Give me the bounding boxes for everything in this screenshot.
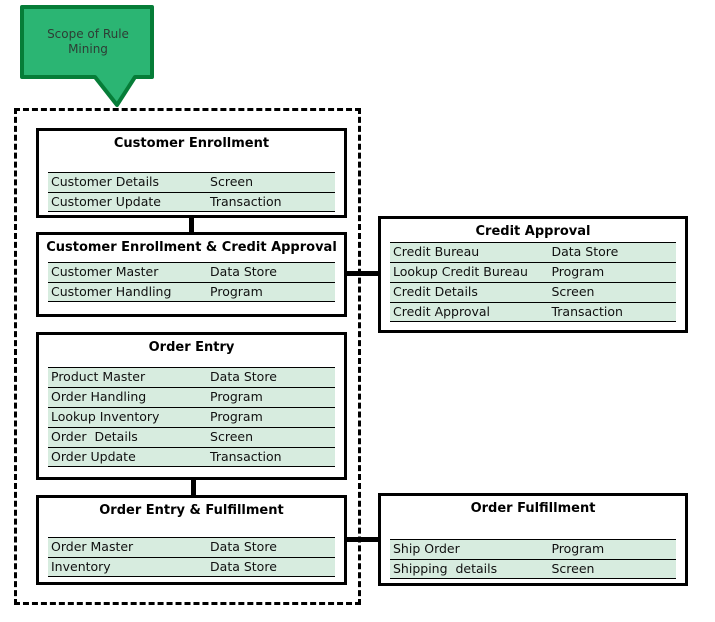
scope-boundary [14,108,361,605]
node-rows: Credit Bureau Data Store Lookup Credit B… [390,242,676,322]
table-row: Customer Update Transaction [48,192,335,212]
row-label: Credit Approval [393,304,491,319]
row-label: Customer Update [51,194,161,209]
row-label: Lookup Credit Bureau [393,264,528,279]
node-rows: Customer Master Data Store Customer Hand… [48,262,335,302]
node-rows: Order Master Data Store Inventory Data S… [48,537,335,577]
row-label: Product Master [51,369,146,384]
connector-order-entry-fulfillment-to-order-fulfillment [345,537,380,542]
node-credit-approval: Credit Approval Credit Bureau Data Store… [378,216,688,333]
table-row: Credit Details Screen [390,282,676,302]
row-type: Program [551,541,605,556]
row-label: Customer Handling [51,284,172,299]
row-label: Order Handling [51,389,147,404]
node-rows: Ship Order Program Shipping details Scre… [390,539,676,579]
node-title: Order Fulfillment [470,501,596,516]
table-row: Order Master Data Store [48,537,335,557]
table-row: Order Details Screen [48,427,335,447]
node-rows: Customer Details Screen Customer Update … [48,172,335,212]
table-row: Inventory Data Store [48,557,335,577]
table-row: Ship Order Program [390,539,676,559]
node-title: Customer Enrollment & Credit Approval [46,240,337,255]
row-type: Screen [210,429,254,444]
row-type: Program [210,389,263,404]
connector-order-entry-to-order-entry-fulfillment [191,478,196,497]
row-type: Data Store [210,559,277,574]
table-row: Customer Master Data Store [48,262,335,282]
row-type: Screen [551,284,595,299]
row-type: Transaction [210,449,282,464]
callout-bubble-shape [20,5,154,107]
table-row: Customer Details Screen [48,172,335,192]
row-label: Credit Bureau [393,244,480,259]
node-title: Credit Approval [475,224,591,239]
row-label: Ship Order [393,541,460,556]
table-row: Order Handling Program [48,387,335,407]
node-customer-enrollment-credit-approval: Customer Enrollment & Credit Approval Cu… [36,232,347,317]
row-type: Screen [210,174,254,189]
table-row: Order Update Transaction [48,447,335,467]
node-order-entry-fulfillment: Order Entry & Fulfillment Order Master D… [36,495,347,585]
row-label: Order Details [51,429,138,444]
table-row: Lookup Inventory Program [48,407,335,427]
row-label: Credit Details [393,284,478,299]
node-customer-enrollment: Customer Enrollment Customer Details Scr… [36,128,347,218]
row-type: Screen [551,561,595,576]
row-type: Data Store [210,369,277,384]
table-row: Product Master Data Store [48,367,335,387]
row-type: Program [551,264,605,279]
table-row: Credit Approval Transaction [390,302,676,322]
row-label: Customer Details [51,174,160,189]
row-type: Program [210,409,263,424]
connector-enrollment-to-enrollment-credit [189,216,194,234]
row-type: Data Store [551,244,619,259]
callout-text: Scope of Rule Mining [47,27,129,56]
node-title: Order Entry [148,340,235,355]
row-label: Customer Master [51,264,159,279]
table-row: Customer Handling Program [48,282,335,302]
connector-enrollment-credit-to-credit-approval [345,271,380,276]
scope-callout: Scope of Rule Mining [20,5,156,111]
row-type: Data Store [210,539,277,554]
row-label: Order Master [51,539,134,554]
node-rows: Product Master Data Store Order Handling… [48,367,335,467]
row-type: Transaction [551,304,623,319]
row-type: Transaction [210,194,282,209]
node-order-fulfillment: Order Fulfillment Ship Order Program Shi… [378,493,688,586]
row-label: Shipping details [393,561,498,576]
row-label: Order Update [51,449,136,464]
node-title: Order Entry & Fulfillment [99,503,284,518]
row-type: Program [210,284,263,299]
node-title: Customer Enrollment [113,136,270,151]
node-order-entry: Order Entry Product Master Data Store Or… [36,332,347,480]
table-row: Shipping details Screen [390,559,676,579]
row-type: Data Store [210,264,277,279]
row-label: Inventory [51,559,111,574]
table-row: Credit Bureau Data Store [390,242,676,262]
table-row: Lookup Credit Bureau Program [390,262,676,282]
row-label: Lookup Inventory [51,409,160,424]
